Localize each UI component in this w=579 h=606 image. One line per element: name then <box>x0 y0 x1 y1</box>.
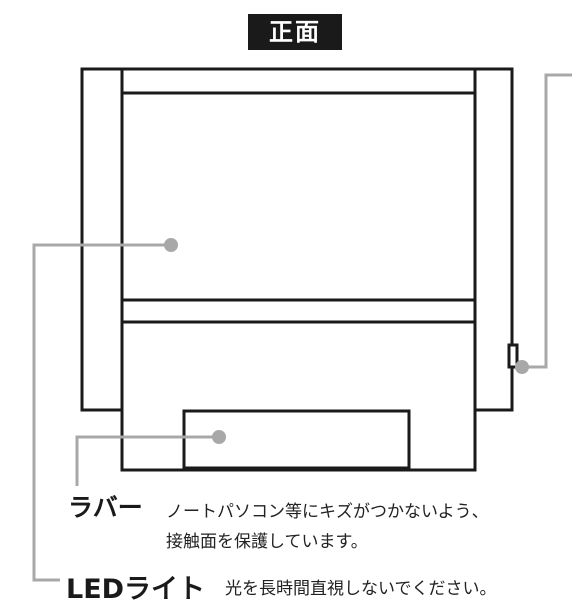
front-view-title: 正面 <box>248 14 342 50</box>
device-body <box>80 67 519 472</box>
side-button <box>507 343 519 369</box>
led-light-label: LEDライト <box>66 574 206 605</box>
rubber-leader-dot <box>164 238 178 252</box>
rubber-label: ラバー <box>68 493 143 522</box>
rubber-leader-line <box>32 243 171 582</box>
led-light-description: 光を長時間直視しないでください。 <box>225 579 497 599</box>
leader-lines <box>32 73 572 582</box>
led-leader-dot <box>212 430 226 444</box>
rubber-description-line2: 接触面を保護しています。 <box>166 532 368 552</box>
side-leader-dot <box>515 360 529 374</box>
rubber-description-line1: ノートパソコン等にキズがつかないよう、 <box>166 502 489 522</box>
led-leader-line <box>75 435 219 486</box>
leader-dots <box>164 238 529 444</box>
side-leader-line <box>522 73 572 369</box>
